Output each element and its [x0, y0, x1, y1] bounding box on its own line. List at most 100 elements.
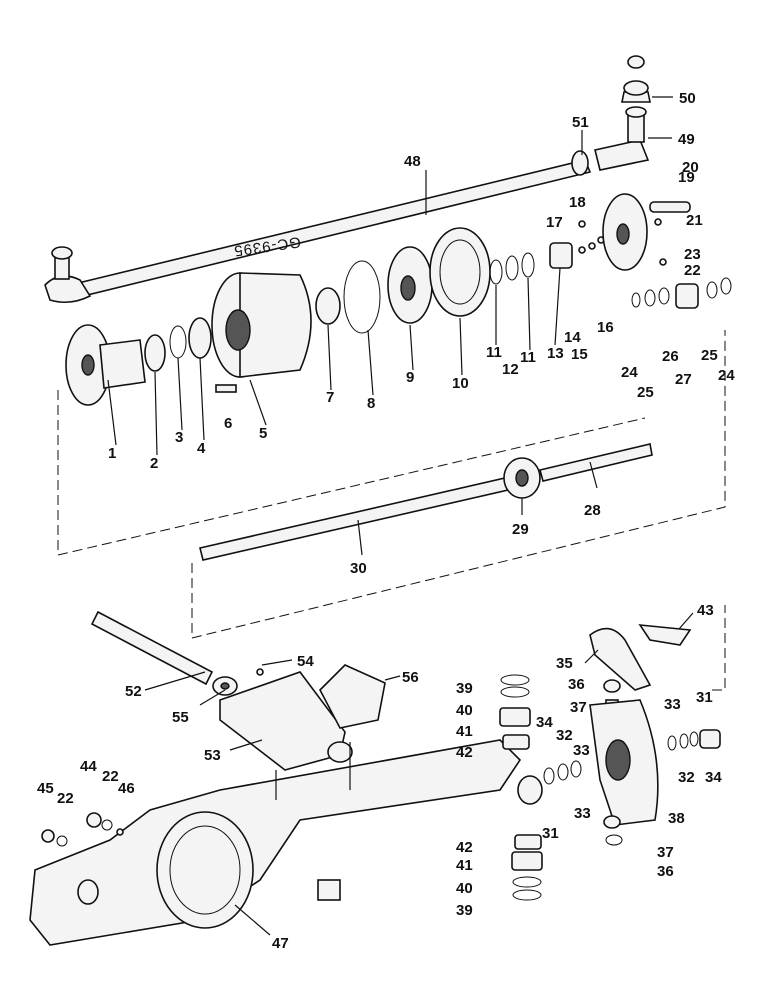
tie-rod-end-right — [594, 139, 650, 171]
callout-42-b: 42 — [456, 839, 473, 856]
callout-36-b: 36 — [657, 863, 674, 880]
callout-33-b: 33 — [664, 696, 681, 713]
callout-27: 27 — [675, 371, 692, 388]
callout-43: 43 — [697, 602, 714, 619]
callout-14: 14 — [564, 329, 581, 346]
steering-arm-plate — [638, 624, 692, 646]
callout-5: 5 — [259, 425, 267, 442]
callout-40-b: 40 — [456, 880, 473, 897]
grease-fitting — [256, 668, 264, 676]
callout-30: 30 — [350, 560, 367, 577]
bushing — [699, 729, 721, 749]
callout-12: 12 — [502, 361, 519, 378]
hub-assembly-group — [65, 193, 732, 406]
callout-11-b: 11 — [520, 349, 536, 366]
callout-25-a: 25 — [637, 384, 654, 401]
callout-47: 47 — [272, 935, 289, 952]
callout-1: 1 — [108, 445, 116, 462]
kingpin-bearing-lower — [511, 851, 543, 871]
axle-housing — [29, 739, 522, 946]
callout-55: 55 — [172, 709, 189, 726]
callout-34-b: 34 — [705, 769, 722, 786]
callout-52: 52 — [125, 683, 142, 700]
nut — [627, 55, 645, 69]
housing-plate — [317, 879, 341, 901]
callout-11-a: 11 — [486, 344, 502, 361]
callout-15: 15 — [571, 346, 588, 363]
support-plate — [319, 664, 386, 729]
callout-28: 28 — [584, 502, 601, 519]
callout-22: 22 — [684, 262, 701, 279]
callout-37-b: 37 — [657, 844, 674, 861]
callout-7: 7 — [326, 389, 334, 406]
callout-22-b: 22 — [102, 768, 119, 785]
callout-33-c: 33 — [574, 805, 591, 822]
pivot-pin — [90, 610, 214, 686]
callout-38: 38 — [668, 810, 685, 827]
callout-13: 13 — [547, 345, 564, 362]
callout-18: 18 — [569, 194, 586, 211]
snap-ring — [343, 260, 381, 334]
callout-26: 26 — [662, 348, 679, 365]
pin — [649, 201, 691, 213]
callout-22-c: 22 — [57, 790, 74, 807]
callout-16: 16 — [597, 319, 614, 336]
callout-2: 2 — [150, 455, 158, 472]
callout-53: 53 — [204, 747, 221, 764]
callout-39-a: 39 — [456, 680, 473, 697]
callout-10: 10 — [452, 375, 469, 392]
callout-4: 4 — [197, 440, 206, 457]
callout-33-a: 33 — [573, 742, 590, 759]
callout-9: 9 — [406, 369, 414, 386]
callout-6: 6 — [224, 415, 232, 432]
axle-shaft-group — [199, 443, 653, 561]
callout-41-a: 41 — [456, 723, 473, 740]
planet-gear — [549, 242, 573, 269]
roller-bearing — [675, 283, 699, 309]
callout-25-b: 25 — [701, 347, 718, 364]
steering-arm — [589, 627, 652, 691]
callout-44: 44 — [80, 758, 97, 775]
callout-42-a: 42 — [456, 744, 473, 761]
callout-21: 21 — [686, 212, 703, 229]
callout-3: 3 — [175, 429, 183, 446]
callout-labels: 48 51 49 50 20 19 18 17 21 23 22 1 2 3 4… — [37, 90, 735, 952]
callout-48: 48 — [404, 153, 421, 170]
callout-56: 56 — [402, 669, 419, 686]
kingpin-bearing-upper — [499, 707, 531, 727]
wheel-stud — [215, 384, 237, 393]
bearing-cone — [315, 287, 341, 325]
callout-37-a: 37 — [570, 699, 587, 716]
tie-rod-end-left — [44, 275, 92, 304]
differential-opening — [156, 811, 254, 929]
ring-gear — [429, 227, 491, 317]
callout-20: 20 — [682, 159, 699, 176]
callout-24-a: 24 — [621, 364, 638, 381]
axle-housing-group — [29, 739, 543, 946]
outer-shaft — [539, 443, 653, 482]
callout-24-b: 24 — [718, 367, 735, 384]
callout-29: 29 — [512, 521, 529, 538]
callout-36-a: 36 — [568, 676, 585, 693]
leader-lines — [107, 96, 694, 936]
callout-34-a: 34 — [536, 714, 553, 731]
callout-51: 51 — [572, 114, 589, 131]
callout-17: 17 — [546, 214, 563, 231]
callout-19: 19 — [678, 169, 695, 186]
callout-23: 23 — [684, 246, 701, 263]
callout-31-b: 31 — [542, 825, 559, 842]
callout-31-a: 31 — [696, 689, 713, 706]
pivot-group — [90, 610, 386, 771]
bearing-cup — [188, 317, 212, 359]
tie-rod — [68, 159, 592, 299]
clamp — [571, 150, 589, 176]
callout-32-b: 32 — [678, 769, 695, 786]
o-ring — [169, 325, 187, 359]
tie-rod-group — [44, 55, 651, 304]
callout-54: 54 — [297, 653, 314, 670]
callout-49: 49 — [678, 131, 695, 148]
callout-41-b: 41 — [456, 857, 473, 874]
callout-8: 8 — [367, 395, 375, 412]
callout-45: 45 — [37, 780, 54, 797]
seal — [144, 334, 166, 372]
